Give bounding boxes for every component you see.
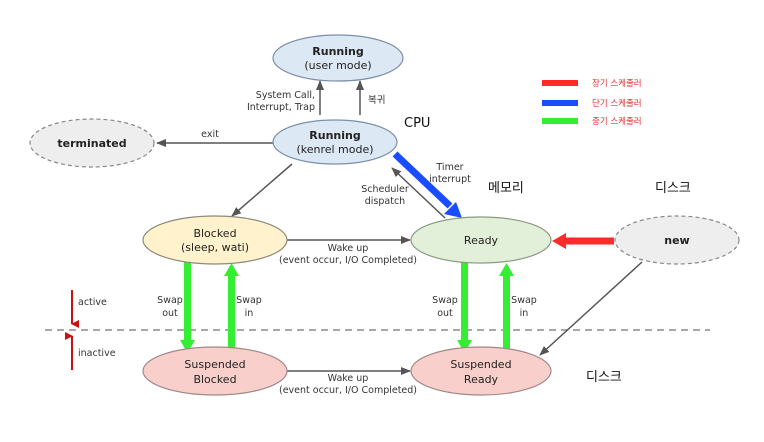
swap-out-right-1: Swap [432, 295, 458, 306]
terminated-node [29, 118, 155, 168]
running-user-title: Running [312, 45, 363, 58]
legend-swatch-short-term [542, 100, 578, 106]
cpu-region-label: CPU [404, 116, 430, 131]
suspended-ready-node [410, 346, 552, 396]
arrow-new-to-suspended [539, 261, 643, 356]
swap-out-left-1: Swap [157, 295, 183, 306]
swap-out-left-2: out [162, 308, 178, 319]
new-node [614, 215, 740, 265]
suspended-blocked-sub: Blocked [193, 373, 236, 386]
legend-label-mid-term: 중기 스케줄러 [592, 117, 642, 127]
suspended-ready-title: Suspended [450, 358, 511, 371]
arrow-dispatch [391, 167, 446, 219]
ready-label: Ready [464, 234, 499, 247]
disk-region-label-top: 디스크 [655, 181, 691, 196]
swap-in-left-head [224, 263, 239, 276]
blocked-title: Blocked [193, 227, 236, 240]
suspended-ready-sub: Ready [464, 373, 499, 386]
running-kernel-node [272, 119, 398, 165]
scheduler-label-1: Scheduler [361, 184, 409, 195]
legend-label-long-term: 장기 스케줄러 [592, 78, 642, 89]
exit-label: exit [201, 129, 219, 140]
inactive-label: inactive [78, 348, 116, 359]
swap-out-right-2: out [437, 308, 453, 319]
timer-label-2: interrupt [429, 174, 471, 185]
running-user-sub: (user mode) [304, 59, 371, 72]
legend-swatch-mid-term [542, 118, 578, 124]
swap-in-left-bar [228, 274, 235, 350]
suspended-blocked-node [142, 346, 288, 396]
running-kernel-title: Running [309, 129, 360, 142]
return-label: 복귀 [368, 95, 385, 106]
wakeup-bottom-label-2: (event occur, I/O Completed) [279, 385, 417, 396]
swap-in-left-1: Swap [236, 295, 262, 306]
wakeup-bottom-label-1: Wake up [328, 373, 369, 384]
arrow-to-blocked [231, 163, 293, 217]
timer-label-1: Timer [435, 162, 463, 173]
syscall-label-1: System Call, [256, 90, 315, 101]
syscall-label-2: Interrupt, Trap [247, 102, 315, 113]
swap-in-right-head [499, 263, 514, 276]
blocked-sub: (sleep, wati) [181, 241, 249, 254]
scheduler-label-2: dispatch [365, 196, 405, 207]
legend-swatch-long-term [542, 80, 578, 86]
active-label: active [78, 297, 107, 308]
ready-node [410, 216, 552, 264]
short-term-scheduler-arrow [392, 151, 453, 209]
blocked-node [142, 215, 288, 265]
short-term-arrowhead [444, 202, 462, 218]
swap-in-right-2: in [520, 308, 529, 319]
suspended-blocked-title: Suspended [184, 358, 245, 371]
scheduler-legend: 장기 스케줄러 단기 스케줄러 중기 스케줄러 [542, 78, 642, 127]
running-user-node [272, 34, 404, 82]
swap-in-right-1: Swap [511, 295, 537, 306]
swap-out-right-head [457, 340, 472, 353]
swap-in-right-bar [503, 274, 510, 350]
swap-in-left-2: in [245, 308, 254, 319]
disk-region-label-bottom: 디스크 [586, 370, 622, 385]
wakeup-top-label-1: Wake up [328, 243, 369, 254]
wakeup-top-label-2: (event occur, I/O Completed) [279, 255, 417, 266]
swap-out-right-bar [461, 262, 468, 342]
memory-region-label: 메모리 [488, 181, 524, 196]
swap-out-left-bar [184, 262, 191, 342]
swap-out-left-head [180, 340, 195, 353]
legend-label-short-term: 단기 스케줄러 [592, 98, 642, 109]
new-label: new [664, 234, 689, 247]
terminated-label: terminated [57, 137, 126, 150]
running-kernel-sub: (kenrel mode) [296, 143, 373, 156]
long-term-arrowhead [552, 233, 566, 249]
